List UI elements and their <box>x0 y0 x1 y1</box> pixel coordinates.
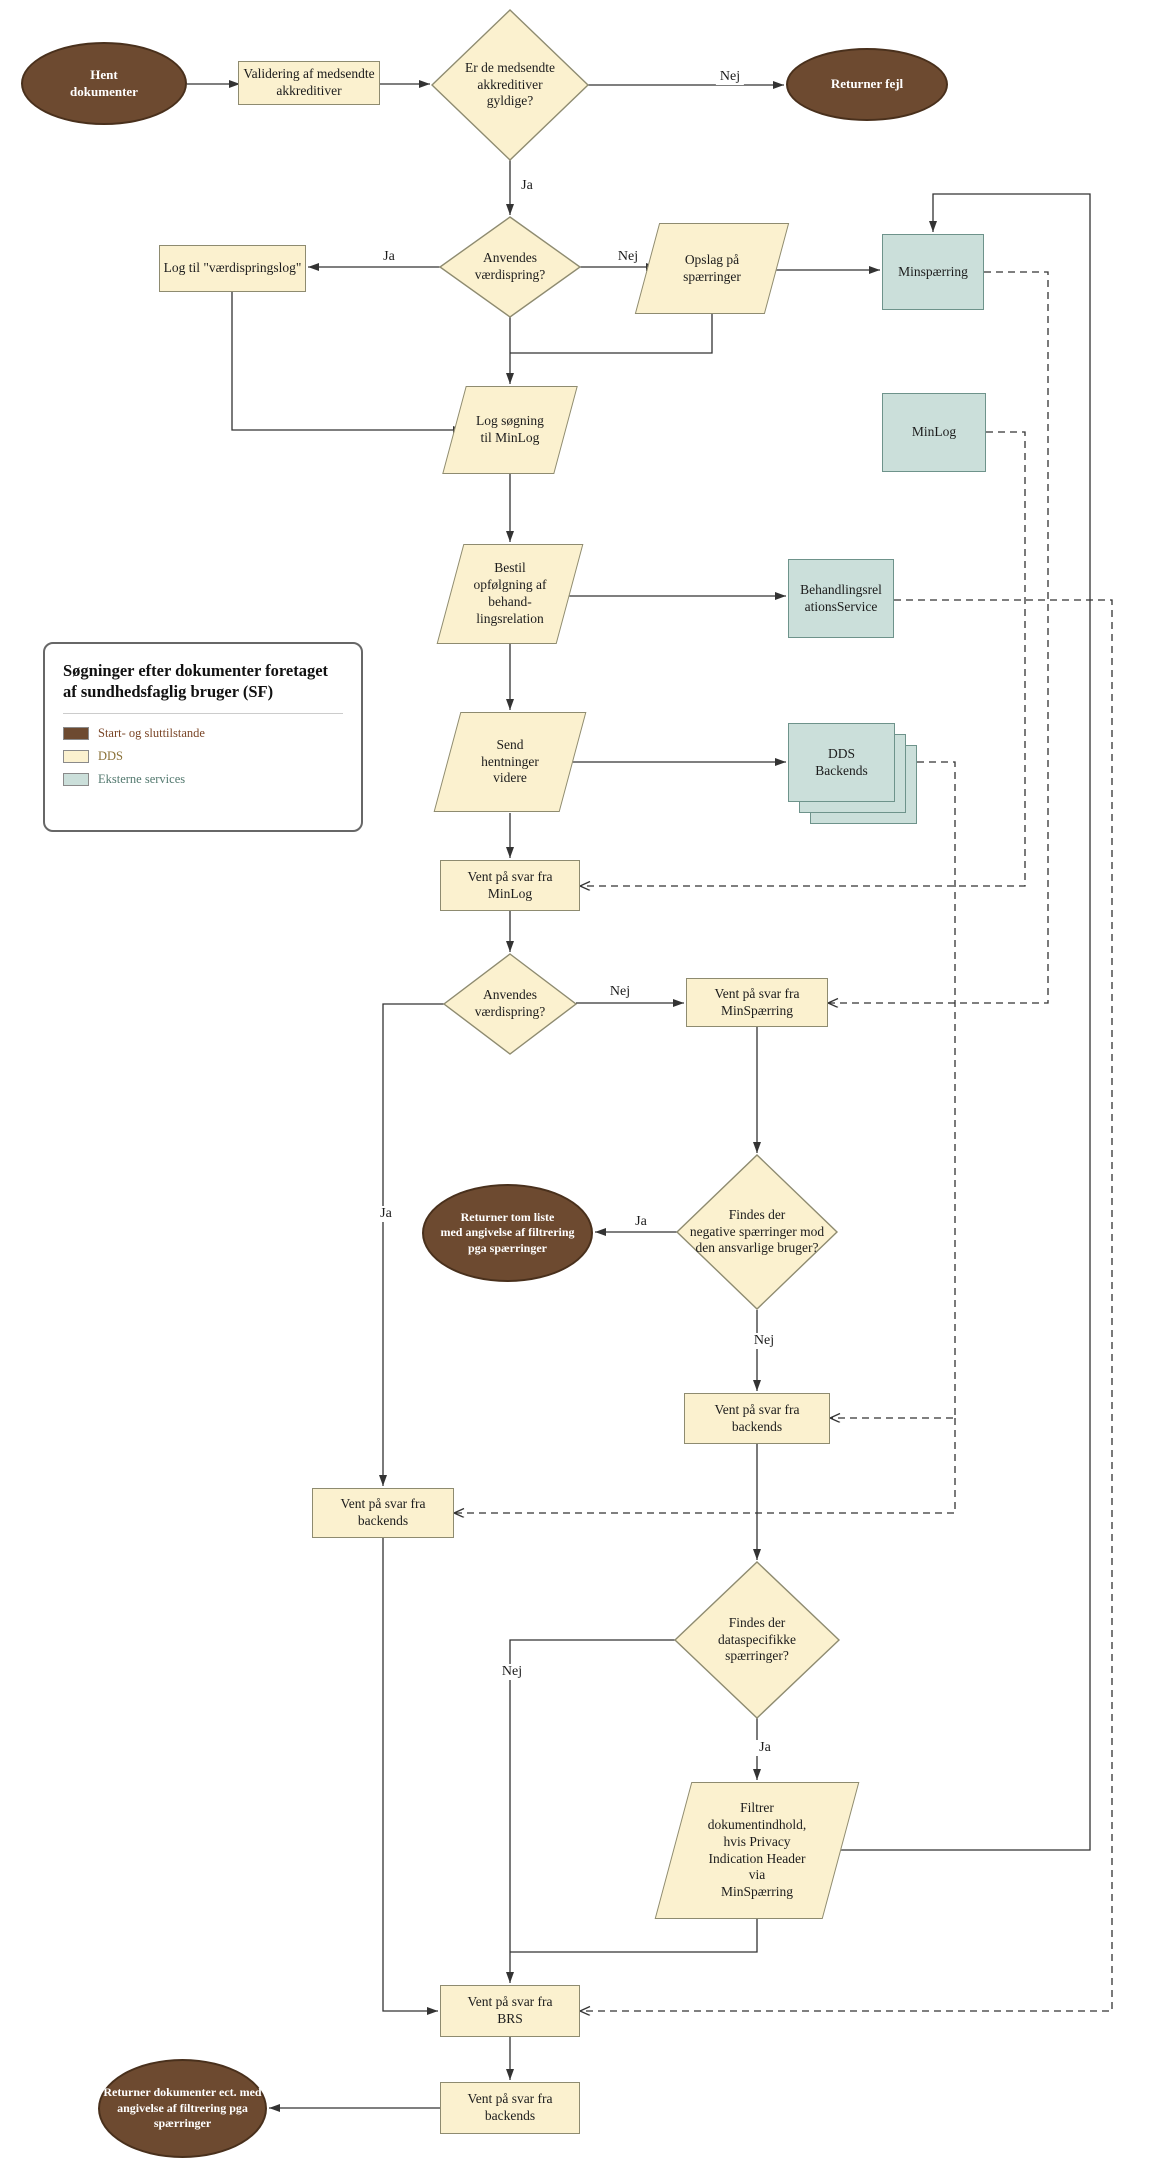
edge-label-nej-anvendes2: Nej <box>605 984 635 1000</box>
edge-logtil-logsoegning <box>231 292 464 434</box>
legend-swatch-dds <box>63 749 89 763</box>
edge-filtrer-merge <box>510 1919 758 1953</box>
node-label: Bestil opfølgning af behand- lingsrelati… <box>473 560 547 626</box>
node-label: Returner dokumenter ect. med angivelse a… <box>103 2085 262 2131</box>
decision-anvendes-vaerdispring-2: Anvendes værdispring? <box>444 954 576 1054</box>
legend-swatch-eksterne <box>63 772 89 786</box>
node-label: Vent på svar fra backends <box>467 2091 553 2123</box>
node-vent-svar-backends-right: Vent på svar fra backends <box>684 1393 830 1444</box>
edge-label-ja-findes-negative: Ja <box>631 1214 651 1230</box>
edge-minspaerring-ventminspaerring-dashed <box>828 271 1049 1003</box>
node-bestil-opfoelgning: Bestil opfølgning af behand- lingsrelati… <box>436 544 584 644</box>
diamond-shape <box>432 10 588 160</box>
decision-findes-dataspecifikke-spaerringer: Findes der dataspecifikke spærringer? <box>675 1562 839 1718</box>
node-log-soegning-minlog: Log søgning til MinLog <box>442 386 578 474</box>
node-label: Vent på svar fra BRS <box>467 1994 553 2026</box>
service-behandlingsrelationsservice: Behandlingsrel ationsService <box>788 559 894 638</box>
legend-title: Søgninger efter dokumenter foretaget af … <box>63 661 329 702</box>
node-vent-svar-minspaerring: Vent på svar fra MinSpærring <box>686 978 828 1027</box>
node-vent-svar-backends-left: Vent på svar fra backends <box>312 1488 454 1538</box>
node-vent-svar-brs: Vent på svar fra BRS <box>440 1985 580 2037</box>
node-label: Filtrer dokumentindhold, hvis Privacy In… <box>707 1799 807 1900</box>
node-label: Er de medsendte akkreditiver gyldige? <box>465 59 555 109</box>
node-label: Findes der negative spærringer mod den a… <box>689 1206 825 1256</box>
node-label: Findes der dataspecifikke spærringer? <box>718 1614 796 1664</box>
start-node-hent-dokumenter: Hent dokumenter <box>21 42 187 125</box>
node-label: Returner tom liste med angivelse af filt… <box>440 1209 575 1255</box>
edge-label-ja-gyldige: Ja <box>517 178 537 194</box>
decision-anvendes-vaerdispring-1: Anvendes værdispring? <box>440 217 580 317</box>
end-node-returner-tom-liste: Returner tom liste med angivelse af filt… <box>422 1184 593 1282</box>
stack-layer-front: DDS Backends <box>788 723 895 802</box>
service-dds-backends: DDS Backends <box>788 723 917 824</box>
node-vent-svar-minlog: Vent på svar fra MinLog <box>440 860 580 911</box>
edge-filtrer-minspaerring-loop <box>823 193 1091 1851</box>
node-label: Vent på svar fra backends <box>714 1401 800 1434</box>
edge-label-ja-anvendes1: Ja <box>379 249 399 265</box>
legend-box: Søgninger efter dokumenter foretaget af … <box>43 642 363 832</box>
diamond-shape <box>444 954 576 1054</box>
node-label: Returner fejl <box>830 76 904 92</box>
decision-findes-negative-spaerringer: Findes der negative spærringer mod den a… <box>677 1155 837 1309</box>
edge-anvendes2-ventbackendsleft <box>379 1003 444 1486</box>
edge-label-ja-anvendes2: Ja <box>376 1206 396 1222</box>
edge-label-ja-dataspecifikke: Ja <box>755 1740 775 1756</box>
legend-item-eksterne: Eksterne services <box>63 772 343 787</box>
node-label: Vent på svar fra backends <box>340 1496 426 1528</box>
diamond-shape <box>440 217 580 317</box>
node-label: Log til "værdispringslog" <box>163 260 302 276</box>
end-node-returner-dokumenter: Returner dokumenter ect. med angivelse a… <box>98 2059 267 2158</box>
edge-behandlingsrel-ventbrs-dashed <box>580 599 1113 2011</box>
edge-ventbackendsleft-ventbrs <box>382 1538 438 2015</box>
legend-swatch-start-slut <box>63 726 89 740</box>
node-label: Opslag på spærringer <box>683 251 741 284</box>
node-filtrer-dokumentindhold: Filtrer dokumentindhold, hvis Privacy In… <box>654 1782 860 1919</box>
node-label: Vent på svar fra MinLog <box>467 868 553 901</box>
legend-item-start-slut: Start- og sluttilstande <box>63 726 343 741</box>
legend-divider <box>63 712 343 714</box>
node-log-til-vaerdispringslog: Log til "værdispringslog" <box>159 245 306 292</box>
node-label: Send hentninger videre <box>481 736 539 786</box>
diamond-shape <box>677 1155 837 1309</box>
edge-label-nej-anvendes1: Nej <box>613 249 643 265</box>
node-label: MinLog <box>911 424 957 440</box>
node-label: Vent på svar fra MinSpærring <box>714 985 800 1018</box>
node-label: Log søgning til MinLog <box>476 413 544 445</box>
node-label: Anvendes værdispring? <box>474 987 546 1019</box>
edge-label-nej-gyldige: Nej <box>715 69 745 85</box>
decision-akkreditiver-gyldige: Er de medsendte akkreditiver gyldige? <box>432 10 588 160</box>
node-label: Behandlingsrel ationsService <box>800 581 882 614</box>
edge-label-nej-dataspecifikke: Nej <box>497 1664 527 1680</box>
node-opslag-paa-spaerringer: Opslag på spærringer <box>634 223 790 314</box>
service-minlog: MinLog <box>882 393 986 472</box>
node-label: Anvendes værdispring? <box>474 250 546 282</box>
node-label: Minspærring <box>898 263 968 279</box>
legend-item-dds: DDS <box>63 749 343 764</box>
node-vent-svar-backends-bottom: Vent på svar fra backends <box>440 2082 580 2134</box>
node-label: Validering af medsendte akkreditiver <box>243 66 375 98</box>
service-minspaerring: Minspærring <box>882 234 984 310</box>
edge-label-nej-findes-negative: Nej <box>749 1333 779 1349</box>
end-node-returner-fejl: Returner fejl <box>786 48 948 121</box>
node-send-hentninger-videre: Send hentninger videre <box>433 712 587 812</box>
edge-findesdataspec-ventbrs <box>506 1639 675 1983</box>
edge-ddsbackends-ventbackendsright-dashed <box>830 761 956 1418</box>
node-label: Hent dokumenter <box>70 66 138 99</box>
legend-item-label: Eksterne services <box>98 771 186 786</box>
edge-minlog-ventminlog-dashed <box>580 431 1026 886</box>
node-label: DDS Backends <box>815 745 868 778</box>
legend-item-label: Start- og sluttilstande <box>98 725 205 740</box>
diamond-shape <box>675 1562 839 1718</box>
edge-opslag-merge <box>510 314 713 354</box>
legend-item-label: DDS <box>98 748 124 763</box>
node-validering: Validering af medsendte akkreditiver <box>238 61 380 105</box>
